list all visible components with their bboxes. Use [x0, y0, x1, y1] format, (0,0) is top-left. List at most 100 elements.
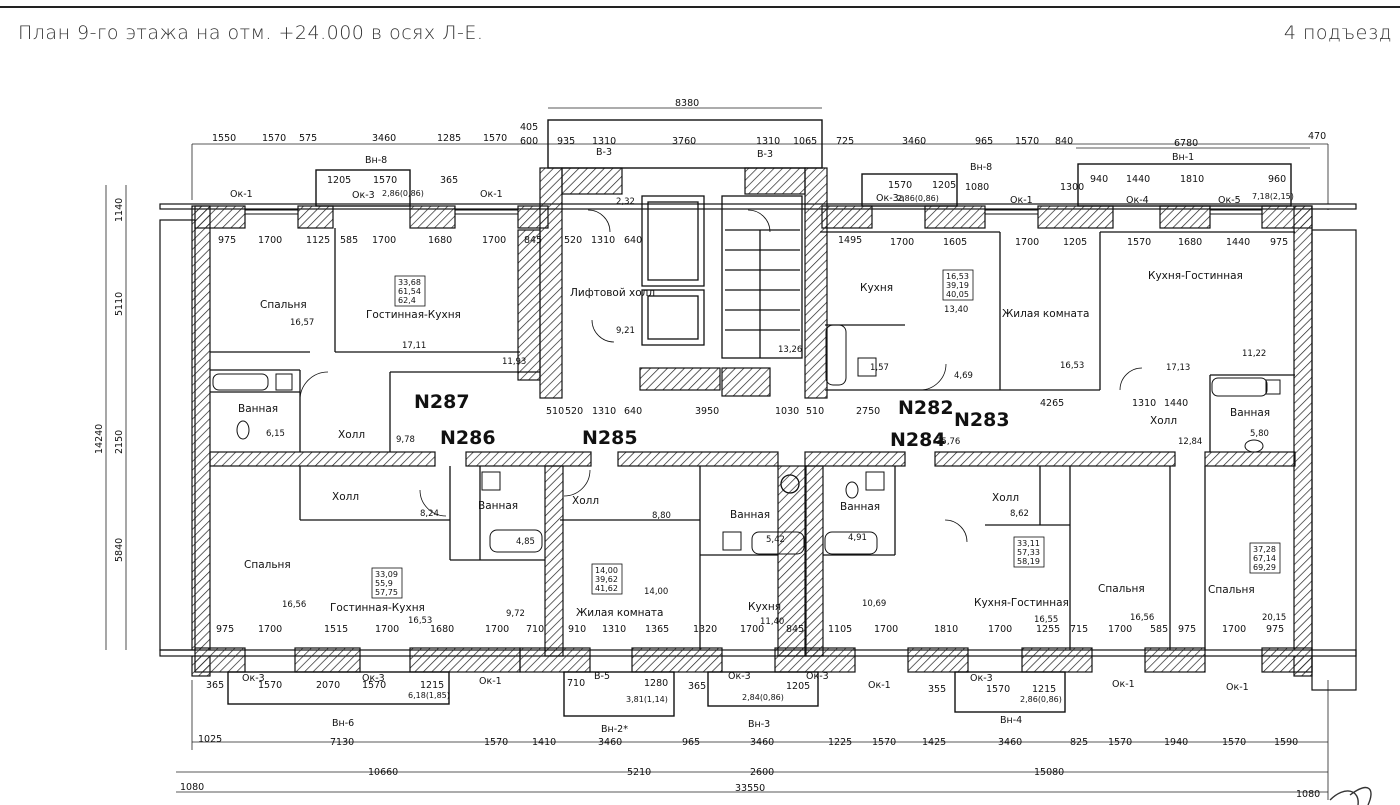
dimension-value: 1205 [932, 180, 956, 191]
room-area: 4,85 [516, 537, 535, 547]
dimension-value: 640 [624, 406, 642, 417]
dimension-value: 3460 [902, 136, 926, 147]
room-area: 9,78 [396, 435, 415, 445]
room-area: 9,21 [616, 326, 635, 336]
entrance-label: 4 подъезд [1283, 22, 1392, 44]
dimension-value: 1570 [1015, 136, 1039, 147]
dimension-value: 365 [688, 681, 706, 692]
dimension-value: 1300 [1060, 182, 1084, 193]
summary-living-area: 33,11 [1017, 539, 1040, 548]
dimension-value: 1205 [1063, 237, 1087, 248]
dimension-value: 825 [1070, 737, 1088, 748]
dimension-lines [105, 107, 1329, 800]
summary-box: 14,00 39,62 41,62 [591, 563, 623, 595]
element-mark: Вн-4 [1000, 715, 1022, 726]
dimension-text-bottom: 1025 7130 1570 1410 3460 965 3460 1225 1… [180, 734, 1320, 800]
summary-total-area: 39,62 [595, 575, 618, 584]
dimension-value: 1320 [693, 624, 717, 635]
dimension-value: 510 [546, 406, 564, 417]
summary-box: 37,28 67,14 69,29 [1249, 542, 1281, 574]
dimension-value: 1125 [306, 235, 330, 246]
room-name: Ванная [238, 403, 278, 415]
apartment-summaries: 33,68 61,54 62,4 16,53 39,19 40,05 33,09… [371, 269, 1281, 599]
dimension-value: 1310 [591, 235, 615, 246]
element-mark: Ок-3 [242, 673, 265, 684]
partitions [210, 228, 1295, 650]
room-area: 4,91 [848, 533, 867, 543]
summary-living-area: 16,53 [946, 272, 969, 281]
room-area: 16,53 [1060, 361, 1084, 371]
summary-full-area: 41,62 [595, 584, 618, 593]
dimension-value: 975 [216, 624, 234, 635]
dimension-value: 1570 [362, 680, 386, 691]
dimension-value: 910 [568, 624, 586, 635]
dimension-value: 10660 [368, 767, 398, 778]
dimension-value: 520 [564, 235, 582, 246]
dimension-value: 940 [1090, 174, 1108, 185]
summary-box: 33,09 55,9 57,75 [371, 567, 403, 599]
dimension-value: 965 [682, 737, 700, 748]
room-name: Холл [992, 492, 1019, 504]
room-name: Ванная [840, 501, 880, 513]
element-mark: Ок-4 [1126, 195, 1149, 206]
apartment-labels: N287 N286 N285 N282 N283 N284 [414, 391, 1010, 451]
apartment-number: N286 [440, 427, 496, 449]
room-name: Спальня [260, 299, 307, 311]
bathroom-fixtures [212, 324, 1281, 555]
dimension-value: 640 [624, 235, 642, 246]
room-name: Кухня-Гостинная [974, 597, 1069, 609]
element-mark: Ок-5 [1218, 195, 1241, 206]
dimension-value: 1280 [644, 678, 668, 689]
dimension-value: 405 [520, 122, 538, 133]
dimension-value: 5840 [114, 538, 125, 562]
balcony-area: 2,86(0,86) [897, 194, 939, 203]
balcony-area: 2,86(0,86) [1020, 695, 1062, 704]
dimension-value: 4265 [1040, 398, 1064, 409]
dimension-value: 710 [567, 678, 585, 689]
dimension-text-inner-bottom: 975 1700 1515 1700 1680 1700 710 910 131… [216, 624, 1284, 635]
dimension-value: 1225 [828, 737, 852, 748]
room-name: Холл [1150, 415, 1177, 427]
balcony-area: 6,18(1,85) [408, 691, 450, 700]
room-area: 11,22 [1242, 349, 1266, 359]
dimension-value: 1140 [114, 198, 125, 222]
windows [245, 209, 1262, 657]
element-mark: Ок-1 [1226, 682, 1249, 693]
dimension-value: 1680 [428, 235, 452, 246]
room-area: 16,57 [290, 318, 314, 328]
element-mark: Вн-2* [601, 724, 628, 735]
room-area: 8,62 [1010, 509, 1029, 519]
dimension-value: 1570 [258, 680, 282, 691]
dimension-value: 1425 [922, 737, 946, 748]
dimension-value: 1700 [258, 624, 282, 635]
dimension-value: 845 [786, 624, 804, 635]
element-mark: В-3 [757, 149, 773, 160]
dimension-text-balcony: 365 1570 2070 1570 1215 710 1280 365 120… [206, 678, 1056, 695]
room-area: 5,42 [766, 535, 785, 545]
dimension-value: 585 [340, 235, 358, 246]
dimension-value: 975 [1178, 624, 1196, 635]
dimension-value: 1570 [373, 175, 397, 186]
room-name: Ванная [478, 500, 518, 512]
dimension-value: 1065 [793, 136, 817, 147]
element-mark: Вн-3 [748, 719, 770, 730]
element-mark: Ок-3 [352, 190, 375, 201]
element-mark: Ок-1 [868, 680, 891, 691]
summary-living-area: 33,09 [375, 570, 398, 579]
inner-walls [209, 167, 1296, 657]
room-name: Холл [572, 495, 599, 507]
room-area: 20,15 [1262, 613, 1286, 623]
dimension-value: 1080 [965, 182, 989, 193]
dimension-value: 1365 [645, 624, 669, 635]
balcony-area: 2,84(0,86) [742, 693, 784, 702]
element-mark: Ок-1 [1010, 195, 1033, 206]
dimension-value: 1025 [198, 734, 222, 745]
area-values: 11,93 13,26 4,69 17,13 35,76 9,72 10,69 … [502, 197, 1190, 619]
dimension-value: 1550 [212, 133, 236, 144]
dimension-value: 7130 [330, 737, 354, 748]
room-name: Гостинная-Кухня [366, 309, 461, 321]
dimension-value: 5110 [114, 292, 125, 316]
summary-full-area: 57,75 [375, 588, 398, 597]
room-name: Кухня [748, 601, 781, 613]
